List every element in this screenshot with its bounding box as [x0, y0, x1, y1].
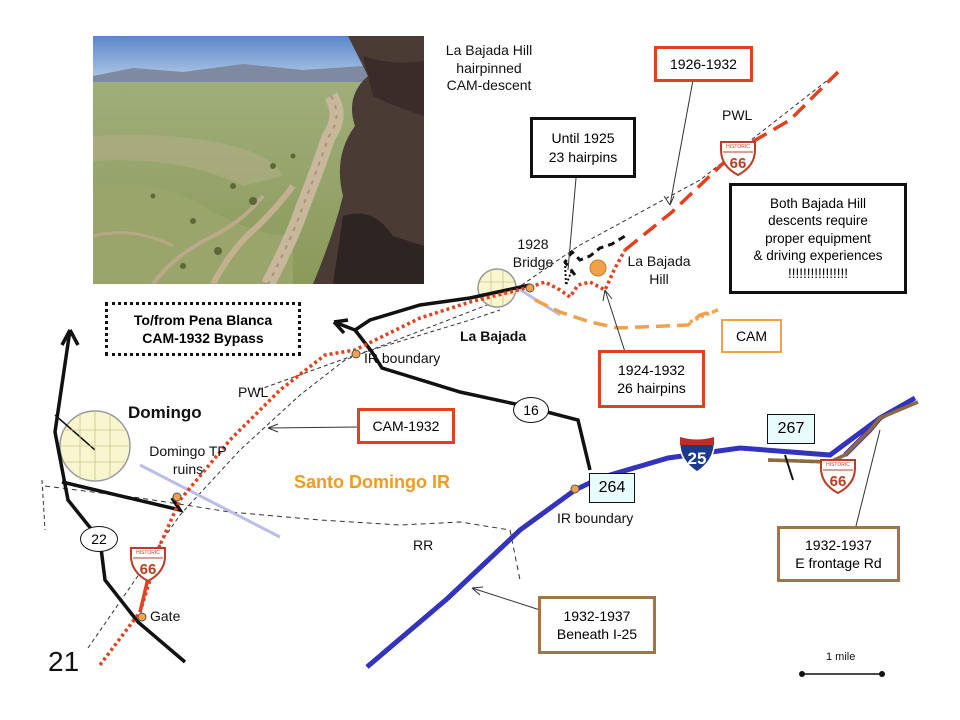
label-santo-domingo-ir: Santo Domingo IR [294, 472, 450, 492]
callout-cam-1932: CAM-1932 [357, 408, 455, 444]
cam-route [534, 298, 719, 330]
svg-text:66: 66 [830, 473, 847, 490]
hairpins-1924 [529, 249, 627, 300]
i25-highway [365, 395, 917, 669]
svg-text:25: 25 [688, 449, 707, 468]
i25-shield: 25 [677, 434, 717, 474]
nm22-marker: 22 [80, 526, 118, 552]
label-domingo: Domingo [128, 403, 202, 422]
label-rr: RR [413, 537, 434, 553]
svg-text:HISTORIC: HISTORIC [136, 550, 160, 556]
callout-cam: CAM [721, 319, 782, 353]
ir-boundary-dot-lower [570, 484, 580, 494]
label-ir-boundary-upper: IR boundary [364, 350, 441, 366]
hairpins-1925 [563, 234, 626, 276]
page-number: 21 [48, 646, 80, 677]
ir-boundary-dot [351, 349, 361, 359]
label-la-bajada: La Bajada [460, 328, 527, 344]
gate-dot [137, 612, 147, 622]
bridge-dot [525, 283, 535, 293]
nm16-marker: 16 [513, 397, 549, 423]
exit-264: 264 [589, 473, 635, 503]
route66-shield-top: HISTORIC 66 [718, 138, 758, 178]
exit-267: 267 [767, 414, 815, 444]
domingo-tp-dot [172, 492, 182, 502]
svg-text:66: 66 [730, 155, 747, 172]
la-bajada-hill-dot [589, 259, 607, 277]
label-pwl-left: PWL [238, 384, 269, 400]
svg-text:HISTORIC: HISTORIC [726, 144, 750, 150]
label-scale: 1 mile [826, 651, 856, 663]
svg-text:66: 66 [140, 561, 157, 578]
route66-shield-left: HISTORIC 66 [128, 544, 168, 584]
label-ir-boundary-lower: IR boundary [557, 510, 634, 526]
railroad-line [44, 485, 521, 581]
la-bajada-photo [93, 36, 424, 284]
pwl-line [87, 71, 839, 649]
ir-boundary-line [257, 309, 501, 391]
label-gate: Gate [150, 608, 181, 624]
svg-text:HISTORIC: HISTORIC [826, 462, 850, 468]
label-pwl-top: PWL [722, 107, 753, 123]
callout-1926-1932: 1926-1932 [654, 46, 753, 82]
route66-shield-right: HISTORIC 66 [818, 456, 858, 496]
tp-ruins-line [139, 463, 281, 539]
